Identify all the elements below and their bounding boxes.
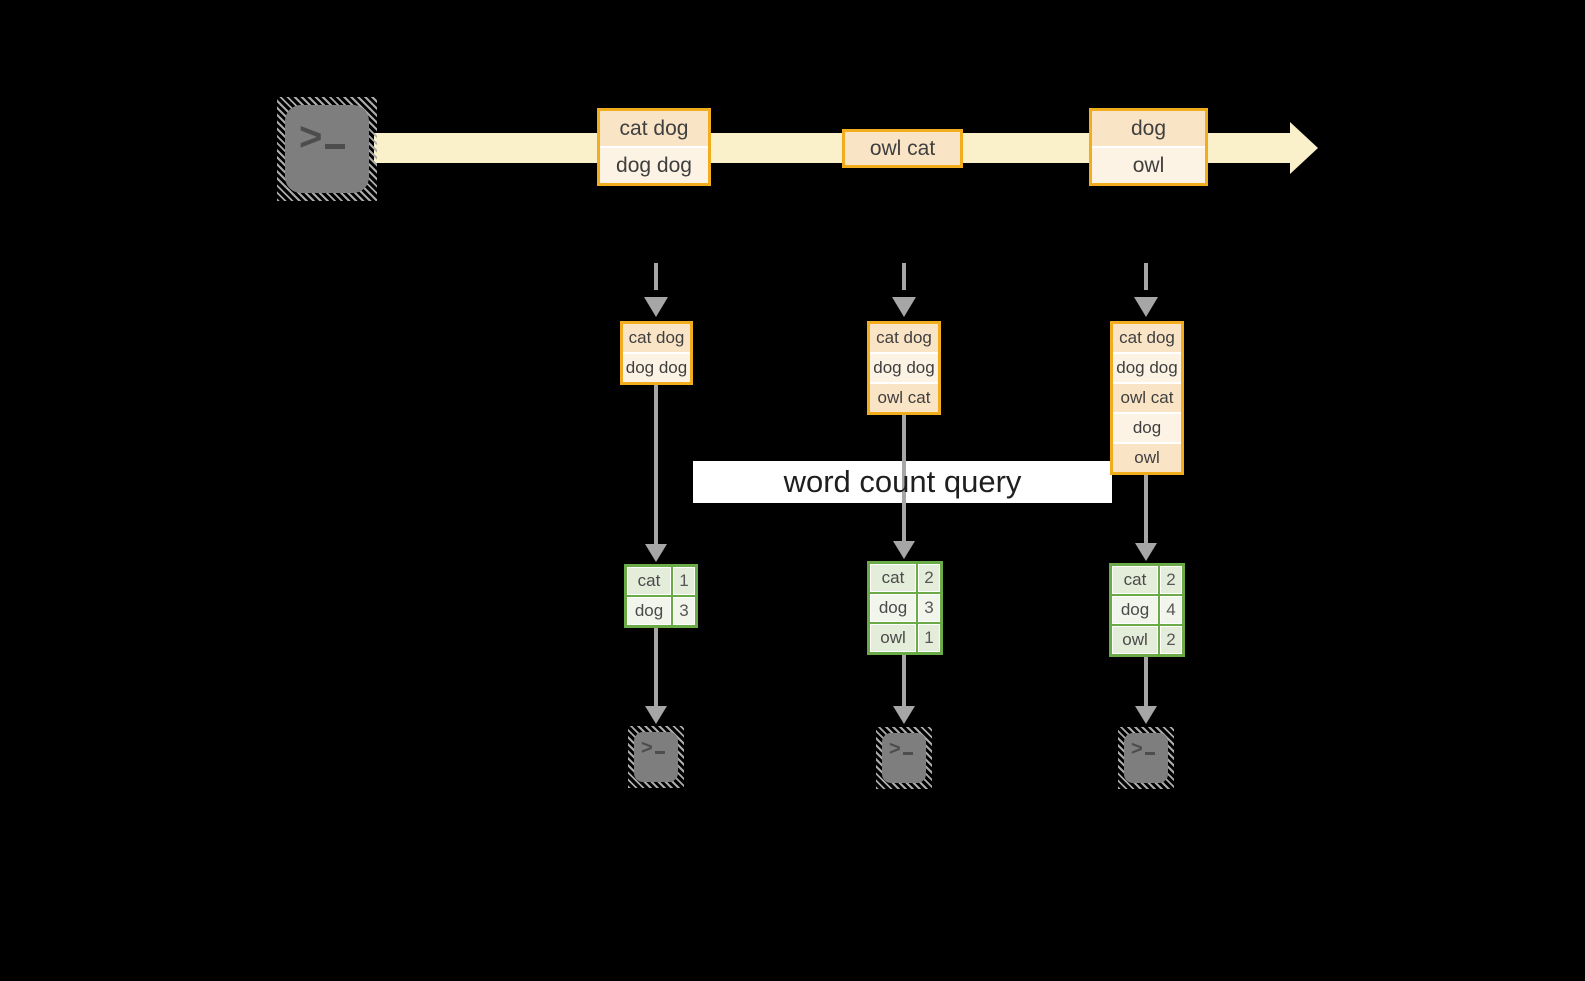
down-arrowhead-icon (1135, 706, 1157, 724)
down-arrowhead-icon (1135, 543, 1157, 561)
cursor-underscore-icon (654, 751, 665, 754)
count-cell: 2 (1160, 566, 1182, 594)
terminal-body: > (1124, 733, 1168, 783)
input-stack-row: owl cat (1113, 384, 1181, 412)
table-row: dog 3 (627, 597, 695, 625)
output-terminal-icon: > (628, 726, 684, 788)
dashed-down-arrow-line (1144, 263, 1148, 290)
terminal-prompt-icon: > (299, 115, 369, 159)
stream-event-box: owl cat (842, 129, 963, 168)
stream-event-row: owl (1092, 148, 1205, 183)
down-arrow-line (1144, 657, 1148, 706)
cursor-underscore-icon (902, 752, 913, 755)
down-arrowhead-icon (1134, 297, 1158, 317)
word-cell: dog (870, 594, 916, 622)
table-row: dog 4 (1112, 596, 1182, 624)
stream-event-row: owl cat (845, 132, 960, 165)
stream-arrowhead-icon (1290, 122, 1318, 174)
table-row: cat 2 (870, 564, 940, 592)
word-cell: cat (1112, 566, 1158, 594)
input-stack-row: owl (1113, 444, 1181, 472)
word-count-table: cat 1 dog 3 (624, 564, 698, 628)
count-cell: 3 (918, 594, 940, 622)
table-row: cat 2 (1112, 566, 1182, 594)
input-stack-row: dog dog (1113, 354, 1181, 382)
dashed-down-arrow-line (902, 263, 906, 290)
word-count-table: cat 2 dog 4 owl 2 (1109, 563, 1185, 657)
count-cell: 3 (673, 597, 695, 625)
down-arrowhead-icon (645, 706, 667, 724)
stream-event-box: cat dog dog dog (597, 108, 711, 186)
table-row: cat 1 (627, 567, 695, 595)
word-cell: cat (870, 564, 916, 592)
down-arrow-line (1144, 475, 1148, 543)
table-row: owl 1 (870, 624, 940, 652)
chevron-right-icon: > (641, 737, 653, 759)
down-arrowhead-icon (893, 541, 915, 559)
stream-event-box: dog owl (1089, 108, 1208, 186)
input-stack-row: cat dog (623, 324, 690, 352)
down-arrowhead-icon (892, 297, 916, 317)
chevron-right-icon: > (1131, 738, 1143, 760)
word-cell: dog (627, 597, 671, 625)
down-arrowhead-icon (893, 706, 915, 724)
query-label: word count query (783, 464, 1022, 499)
input-stack-row: dog (1113, 414, 1181, 442)
cursor-underscore-icon (325, 144, 346, 149)
output-terminal-icon: > (876, 727, 932, 789)
source-terminal-icon: > (277, 97, 377, 201)
input-stack: cat dog dog dog (620, 321, 693, 385)
terminal-body: > (285, 105, 369, 193)
down-arrow-line (902, 655, 906, 706)
terminal-body: > (634, 732, 678, 782)
count-cell: 2 (918, 564, 940, 592)
input-stack-row: cat dog (1113, 324, 1181, 352)
terminal-body: > (882, 733, 926, 783)
input-stack-row: cat dog (870, 324, 938, 352)
dashed-down-arrow-line (654, 263, 658, 290)
count-cell: 1 (918, 624, 940, 652)
table-row: owl 2 (1112, 626, 1182, 654)
word-cell: cat (627, 567, 671, 595)
input-stack: cat dog dog dog owl cat (867, 321, 941, 415)
stream-event-row: dog (1092, 111, 1205, 146)
cursor-underscore-icon (1144, 752, 1155, 755)
count-cell: 1 (673, 567, 695, 595)
word-cell: dog (1112, 596, 1158, 624)
down-arrowhead-icon (644, 297, 668, 317)
stream-event-row: cat dog (600, 111, 708, 146)
input-stack-row: dog dog (623, 354, 690, 382)
word-count-table: cat 2 dog 3 owl 1 (867, 561, 943, 655)
chevron-right-icon: > (299, 115, 323, 159)
down-arrowhead-icon (645, 544, 667, 562)
terminal-prompt-icon: > (1131, 738, 1168, 760)
terminal-prompt-icon: > (889, 738, 926, 760)
table-row: dog 3 (870, 594, 940, 622)
down-arrow-line (654, 385, 658, 544)
down-arrow-line (902, 415, 906, 541)
count-cell: 4 (1160, 596, 1182, 624)
chevron-right-icon: > (889, 738, 901, 760)
count-cell: 2 (1160, 626, 1182, 654)
output-terminal-icon: > (1118, 727, 1174, 789)
word-cell: owl (1112, 626, 1158, 654)
word-cell: owl (870, 624, 916, 652)
stream-event-row: dog dog (600, 148, 708, 183)
query-label-box: word count query (693, 461, 1112, 503)
input-stack-row: owl cat (870, 384, 938, 412)
down-arrow-line (654, 628, 658, 706)
input-stack-row: dog dog (870, 354, 938, 382)
input-stack: cat dog dog dog owl cat dog owl (1110, 321, 1184, 475)
terminal-prompt-icon: > (641, 737, 678, 759)
